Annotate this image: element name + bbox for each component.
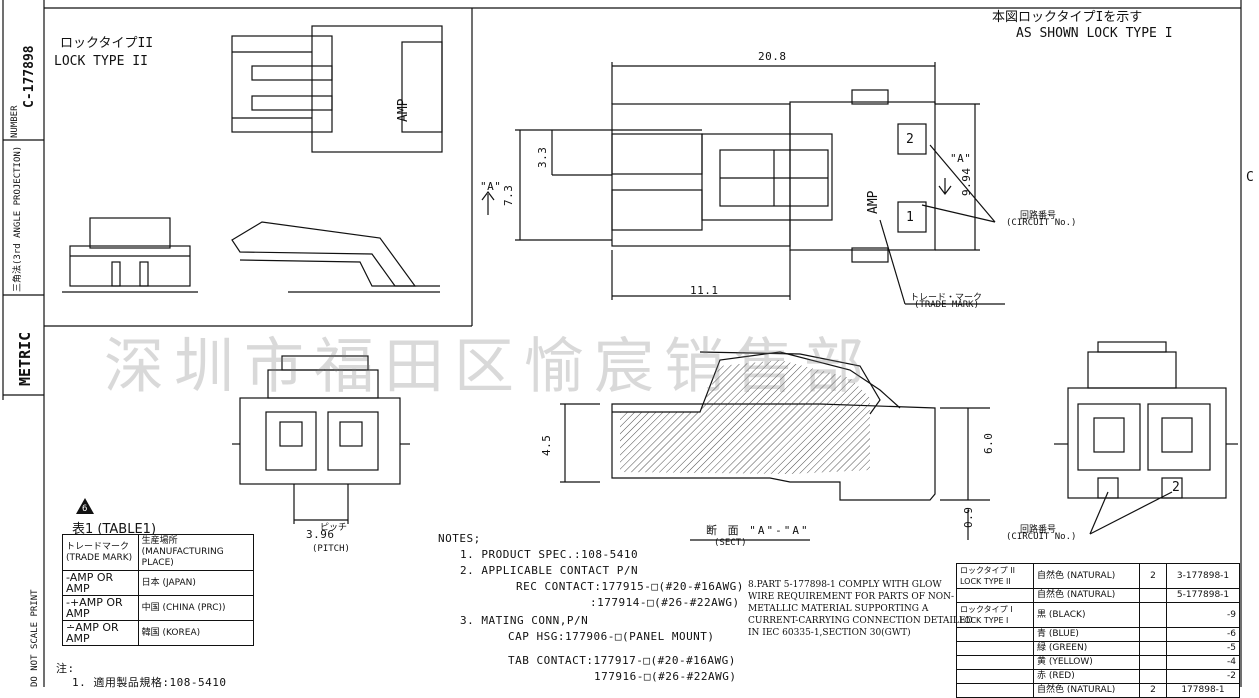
parts-cell (1139, 602, 1167, 628)
pitch-jp: ピッチ (320, 523, 348, 533)
parts-cell: 2 (1139, 563, 1167, 589)
circuit-no-jp-2: 回路番号 (1020, 525, 1057, 535)
dim-pitch: 3.96 (306, 528, 335, 541)
note8-line: 8.PART 5-177898-1 COMPLY WITH GLOW (748, 580, 942, 590)
table1-cell: -AMP OR AMP (62, 570, 139, 596)
table1-header-trade-mark: トレードマーク (TRADE MARK) (62, 534, 139, 571)
parts-cell: 赤 (RED) (1033, 669, 1140, 684)
dim-3-3: 3.3 (536, 146, 549, 168)
edge-mark: C (1246, 170, 1254, 185)
parts-cell: 5-177898-1 (1166, 588, 1240, 603)
circuit-no-jp: 回路番号 (1020, 211, 1057, 221)
note-item: 177916-□(#26-#22AWG) (594, 670, 737, 683)
table1: トレードマーク (TRADE MARK) 生産場所 (MANUFACTURING… (62, 534, 255, 646)
parts-cell (956, 641, 1034, 656)
jp-note-item: 1. 適用製品規格:108-5410 (72, 676, 227, 689)
parts-cell (1139, 655, 1167, 670)
note-item: REC CONTACT:177915-□(#20-#16AWG) (516, 580, 744, 593)
parts-cell: ロックタイプ II LOCK TYPE II (956, 563, 1034, 589)
parts-cell: 青 (BLUE) (1033, 627, 1140, 642)
lock-type-2-jp: ロックタイプII (60, 36, 154, 51)
parts-cell: 3-177898-1 (1166, 563, 1240, 589)
watermark: 深圳市福田区愉宸销售部 (104, 332, 874, 402)
note8-line: CURRENT-CARRYING CONNECTION DETAILED (748, 616, 973, 626)
table1-cell: -+AMP OR AMP (62, 595, 139, 621)
table1-cell: 日本 (JAPAN) (137, 570, 255, 596)
parts-cell (956, 627, 1034, 642)
parts-cell: 緑 (GREEN) (1033, 641, 1140, 656)
section-marker-left: "A" (480, 180, 502, 193)
note8-line: METALLIC MATERIAL SUPPORTING A (748, 604, 929, 614)
table1-title: 表1 (TABLE1) (72, 522, 157, 537)
dim-4-5: 4.5 (540, 434, 553, 456)
amp-mark-lock2: AMP (396, 98, 411, 122)
dim-7-3: 7.3 (502, 184, 515, 206)
note-item: TAB CONTACT:177917-□(#20-#16AWG) (508, 654, 736, 667)
cavity-2-front: 2 (1172, 480, 1180, 495)
note-item: 1. PRODUCT SPEC.:108-5410 (460, 548, 639, 561)
table1-cell: 韓国 (KOREA) (137, 620, 255, 646)
parts-cell: -9 (1166, 602, 1240, 628)
section-title: 断 面 "A"-"A" (706, 524, 810, 537)
print-note: DO NOT SCALE PRINT (30, 589, 40, 687)
note8-line: IN IEC 60335-1,SECTION 30(GWT) (748, 628, 911, 638)
unit-label: METRIC (16, 331, 34, 386)
parts-cell: 黒 (BLACK) (1033, 602, 1140, 628)
parts-cell (1139, 641, 1167, 656)
projection-label: 三角法(3rd ANGLE PROJECTION) (13, 145, 23, 292)
parts-cell: -5 (1166, 641, 1240, 656)
circuit-no-en-2: (CIRCUIT No.) (1006, 532, 1077, 542)
parts-cell (1139, 669, 1167, 684)
note8-line: WIRE REQUIREMENT FOR PARTS OF NON- (748, 592, 955, 602)
parts-cell: -4 (1166, 655, 1240, 670)
trade-mark-jp: トレード・マーク (910, 293, 983, 303)
parts-table: ロックタイプ II LOCK TYPE II 自然色 (NATURAL) 2 3… (956, 563, 1240, 698)
parts-cell: -2 (1166, 669, 1240, 684)
parts-cell: 自然色 (NATURAL) (1033, 588, 1140, 603)
parts-cell (956, 669, 1034, 684)
parts-cell (956, 655, 1034, 670)
revision-number: 6 (82, 504, 88, 514)
dim-6-0: 6.0 (982, 432, 995, 454)
note-item: 3. MATING CONN,P/N (460, 614, 589, 627)
number-label: NUMBER (10, 105, 20, 138)
parts-cell (956, 683, 1034, 698)
cavity-1-label: 1 (906, 210, 914, 225)
lock-type-1-jp: 本図ロックタイプIを示す (992, 10, 1143, 25)
jp-notes-heading: 注: (56, 662, 75, 675)
lock-type-2-en: LOCK TYPE II (54, 54, 148, 69)
parts-cell: ロックタイプ I LOCK TYPE I (956, 602, 1034, 628)
note-item: :177914-□(#26-#22AWG) (590, 596, 740, 609)
dim-9-94: 9.94 (960, 167, 973, 197)
note-item: 2. APPLICABLE CONTACT P/N (460, 564, 639, 577)
pitch-en: (PITCH) (312, 544, 350, 554)
circuit-no-en: (CIRCUIT No.) (1006, 218, 1077, 228)
table1-cell: ∸AMP OR AMP (62, 620, 139, 646)
parts-cell: 黄 (YELLOW) (1033, 655, 1140, 670)
parts-cell (1139, 627, 1167, 642)
table1-cell: 中国 (CHINA (PRC)) (137, 595, 255, 621)
parts-cell (956, 588, 1034, 603)
parts-cell: 2 (1139, 683, 1167, 698)
parts-cell (1139, 588, 1167, 603)
dim-overall-length: 20.8 (758, 50, 787, 63)
part-number: C-177898 (22, 45, 37, 108)
parts-cell: 自然色 (NATURAL) (1033, 563, 1140, 589)
dim-0-9: 0.9 (962, 506, 975, 528)
notes-heading: NOTES; (438, 532, 481, 545)
section-en: (SECT) (714, 538, 747, 548)
parts-cell: 177898-1 (1166, 683, 1240, 698)
parts-cell: -6 (1166, 627, 1240, 642)
cavity-2-label: 2 (906, 132, 914, 147)
amp-mark-top: AMP (866, 190, 881, 214)
table1-header-place: 生産場所 (MANUFACTURING PLACE) (137, 534, 255, 571)
revision-triangle-icon (76, 498, 94, 514)
note-item: CAP HSG:177906-□(PANEL MOUNT) (508, 630, 715, 643)
lock-type-1-en: AS SHOWN LOCK TYPE I (1016, 26, 1173, 41)
dim-11-1: 11.1 (690, 284, 719, 297)
section-marker-right: "A" (950, 152, 972, 165)
parts-cell: 自然色 (NATURAL) (1033, 683, 1140, 698)
trade-mark-en: (TRADE MARK) (914, 300, 980, 310)
